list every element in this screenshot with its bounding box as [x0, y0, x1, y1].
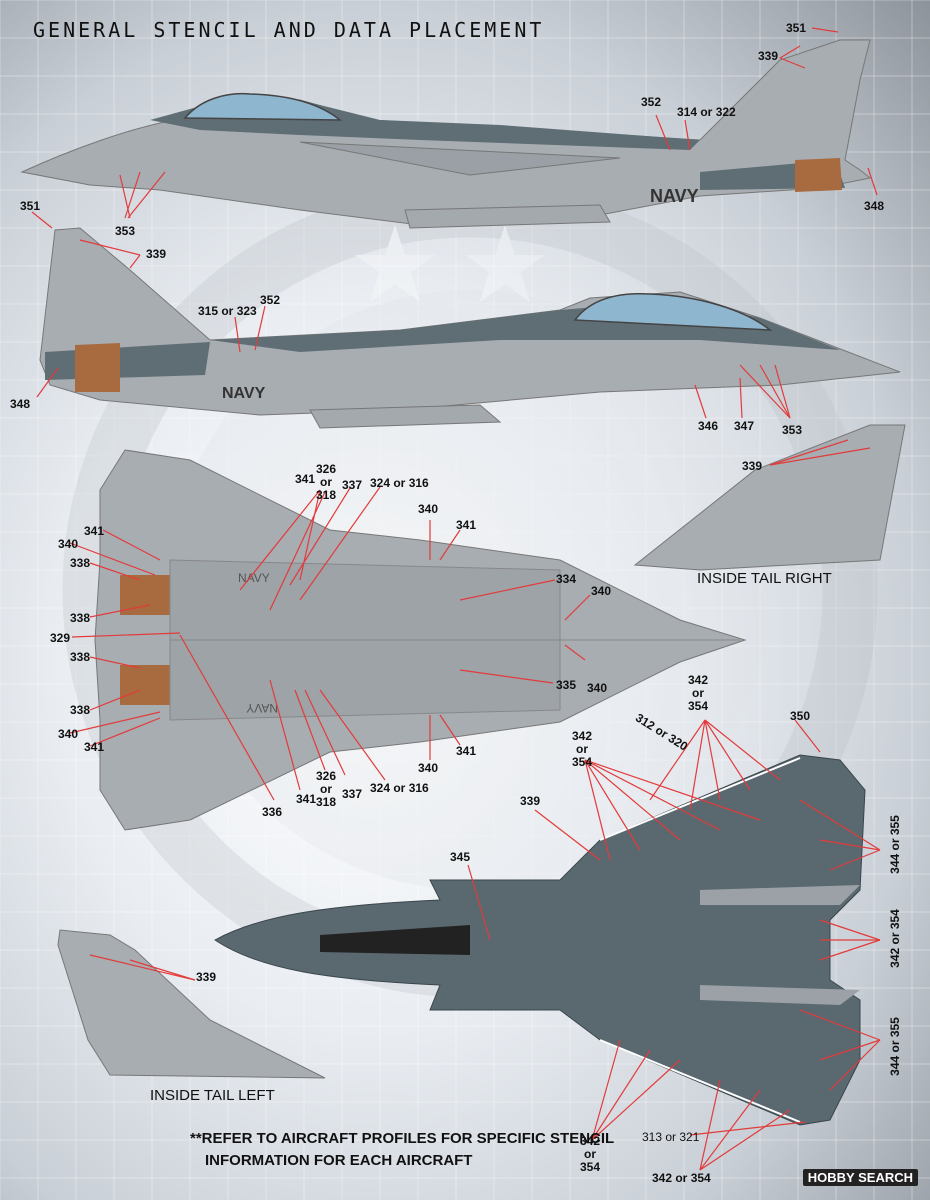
- callout-337-upper: 337: [342, 478, 363, 492]
- callout-341-left-a: 341: [84, 524, 105, 538]
- callout-335: 335: [556, 678, 577, 692]
- navy-lettering-top: NAVY: [650, 186, 699, 206]
- callout-339-top: 339: [758, 49, 779, 63]
- callout-338-left-c: 338: [70, 650, 91, 664]
- callout-338-left-d: 338: [70, 703, 91, 717]
- callout-344-355-top: 344 or 355: [887, 815, 902, 874]
- callout-346: 346: [698, 419, 719, 433]
- inside-tail-left-shape: [57, 929, 326, 1079]
- side-profile-right: NAVY: [39, 227, 901, 429]
- side-profile-left: NAVY: [20, 39, 872, 229]
- callout-338-left-a: 338: [70, 556, 91, 570]
- callout-324-316-upper: 324 or 316: [370, 476, 429, 490]
- callout-314-322: 314 or 322: [677, 105, 736, 119]
- callout-339-tail-left: 339: [196, 970, 217, 984]
- caption-inside-tail-left: INSIDE TAIL LEFT: [150, 1087, 275, 1104]
- callout-341-upper-a: 341: [295, 472, 316, 486]
- callout-352-top: 352: [641, 95, 662, 109]
- inside-tail-right-shape: [633, 424, 906, 571]
- callout-353-top: 353: [115, 224, 136, 238]
- callout-344-355-bottom: 344 or 355: [887, 1017, 902, 1076]
- callout-339-tail-right: 339: [742, 459, 763, 473]
- navy-lettering-plan-bottom: NAVY: [246, 701, 278, 715]
- callout-347: 347: [734, 419, 755, 433]
- navy-lettering-plan-top: NAVY: [238, 571, 270, 585]
- callout-334: 334: [556, 572, 577, 586]
- reference-note-line1: **REFER TO AIRCRAFT PROFILES FOR SPECIFI…: [190, 1130, 615, 1147]
- callout-340-upper-mid: 340: [418, 502, 439, 516]
- leader-lines: [31, 27, 881, 1171]
- callout-352-mid: 352: [260, 293, 281, 307]
- callout-345: 345: [450, 850, 471, 864]
- reference-note-line2: INFORMATION FOR EACH AIRCRAFT: [205, 1152, 473, 1169]
- navy-lettering-mid: NAVY: [222, 385, 266, 402]
- callout-353-mid: 353: [782, 423, 803, 437]
- callout-341-lower-mid: 341: [456, 744, 477, 758]
- callout-340-left-b: 340: [58, 727, 79, 741]
- diagram-title: GENERAL STENCIL AND DATA PLACEMENT: [33, 18, 545, 42]
- callout-348-mid: 348: [10, 397, 31, 411]
- callout-348-top: 348: [864, 199, 885, 213]
- hobby-search-watermark: HOBBY SEARCH: [802, 1169, 918, 1186]
- callout-351-top: 351: [786, 21, 807, 35]
- callout-315-323: 315 or 323: [198, 304, 257, 318]
- callout-339-lower: 339: [520, 794, 541, 808]
- callout-350: 350: [790, 709, 811, 723]
- callout-329: 329: [50, 631, 71, 645]
- callout-324-316-lower: 324 or 316: [370, 781, 429, 795]
- callout-340-left-a: 340: [58, 537, 79, 551]
- callout-340-lower-mid: 340: [418, 761, 439, 775]
- plan-view-lower: [214, 754, 866, 1126]
- callout-340-nose-top: 340: [591, 584, 612, 598]
- callout-338-left-b: 338: [70, 611, 91, 625]
- callout-341-left-b: 341: [84, 740, 105, 754]
- callout-342-354-bottom-inline: 342 or 354: [652, 1171, 711, 1185]
- callout-340-nose-bottom: 340: [587, 681, 608, 695]
- callout-336: 336: [262, 805, 283, 819]
- callout-341-lower-b: 341: [296, 792, 317, 806]
- callout-342-354-bottom: 342 or 354: [580, 1134, 601, 1174]
- callout-351-mid: 351: [20, 199, 41, 213]
- callout-339-mid: 339: [146, 247, 167, 261]
- callout-337-lower: 337: [342, 787, 363, 801]
- callout-342-354-top: 342 or 354: [688, 673, 709, 713]
- callout-326-318-upper: 326 or 318: [316, 462, 337, 502]
- callout-313-321: 313 or 321: [642, 1130, 700, 1144]
- callout-341-upper-mid: 341: [456, 518, 477, 532]
- callout-326-318-lower: 326 or 318: [316, 769, 337, 809]
- reference-note: **REFER TO AIRCRAFT PROFILES FOR SPECIFI…: [190, 1128, 614, 1172]
- callout-342-354-right: 342 or 354: [887, 909, 902, 968]
- caption-inside-tail-right: INSIDE TAIL RIGHT: [697, 570, 832, 587]
- callout-342-354-mid: 342 or 354: [572, 729, 593, 769]
